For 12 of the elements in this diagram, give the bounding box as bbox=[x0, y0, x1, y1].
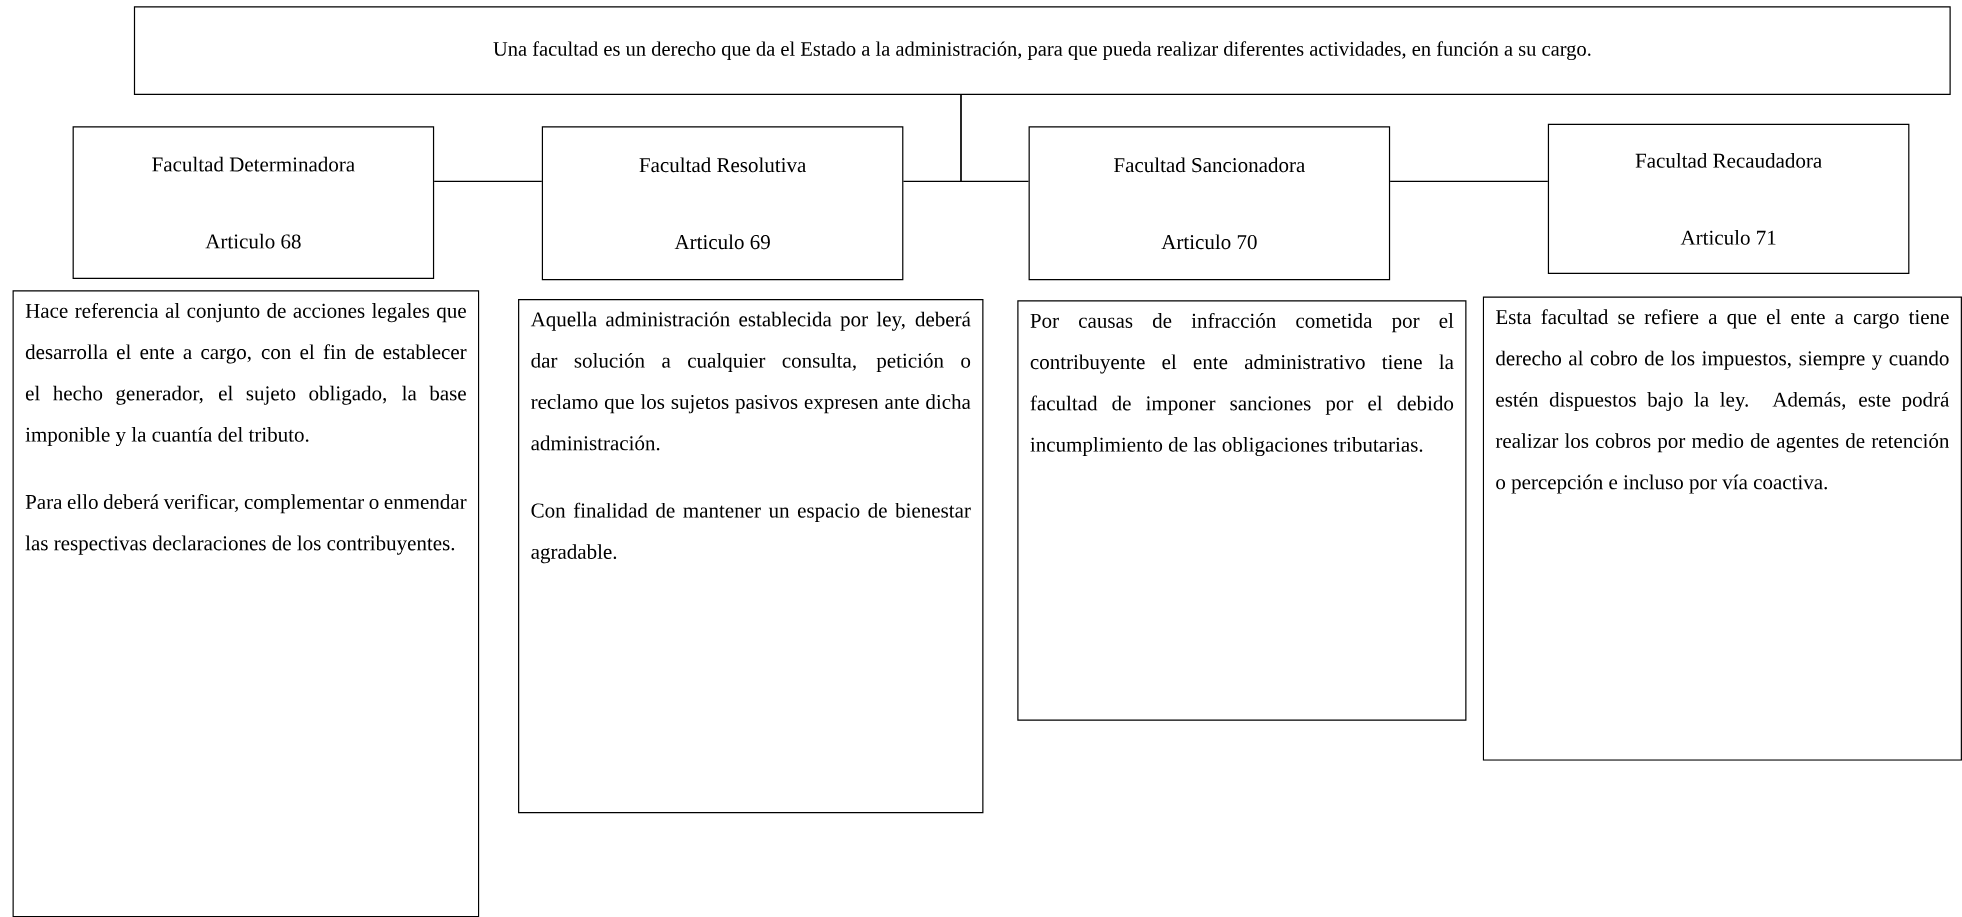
description-box: Esta facultad se refiere a que el ente a cargo tiene derecho al cobro de los impuestos, siempre y cuando estén dispuestos bajo la ley. Además, este podrá realizar los cobros por medio de agentes de retención o percepción e incluso por vía coactiva. bbox=[1482, 296, 1962, 761]
heading-box: Facultad Sancionadora Articulo 70 bbox=[1028, 126, 1391, 281]
heading-box: Facultad Determinadora Articulo 68 bbox=[72, 126, 435, 279]
connector-line bbox=[960, 94, 1030, 182]
connector-line bbox=[1389, 180, 1549, 182]
heading-box: Facultad Recaudadora Articulo 71 bbox=[1547, 123, 1910, 274]
description-box: Por causas de infracción cometida por el contribuyente el ente administrativo tiene la facultad de imponer sanciones por el debido incumplimiento de las obligaciones tributarias. bbox=[1017, 300, 1467, 721]
connector-line bbox=[433, 180, 543, 182]
heading-box: Facultad Resolutiva Articulo 69 bbox=[541, 126, 904, 281]
statement-box: Una facultad es un derecho que da el Estado a la administración, para que pueda realizar diferentes actividades, en función a su cargo. bbox=[133, 6, 1951, 95]
description-box: Hace referencia al conjunto de acciones legales que desarrolla el ente a cargo, con el fin de establecer el hecho generador, el sujeto obligado, la base imponible y la cuantía del tributo. Para ello deberá verificar, complementar o enmendar las respectivas declaraciones de los contribuyentes. bbox=[12, 290, 480, 917]
description-box: Aquella administración establecida por ley, deberá dar solución a cualquier consulta, petición o reclamo que los sujetos pasivos expresen ante dicha administración. Con finalidad de mantener un espacio de bienestar agradable. bbox=[518, 298, 984, 814]
